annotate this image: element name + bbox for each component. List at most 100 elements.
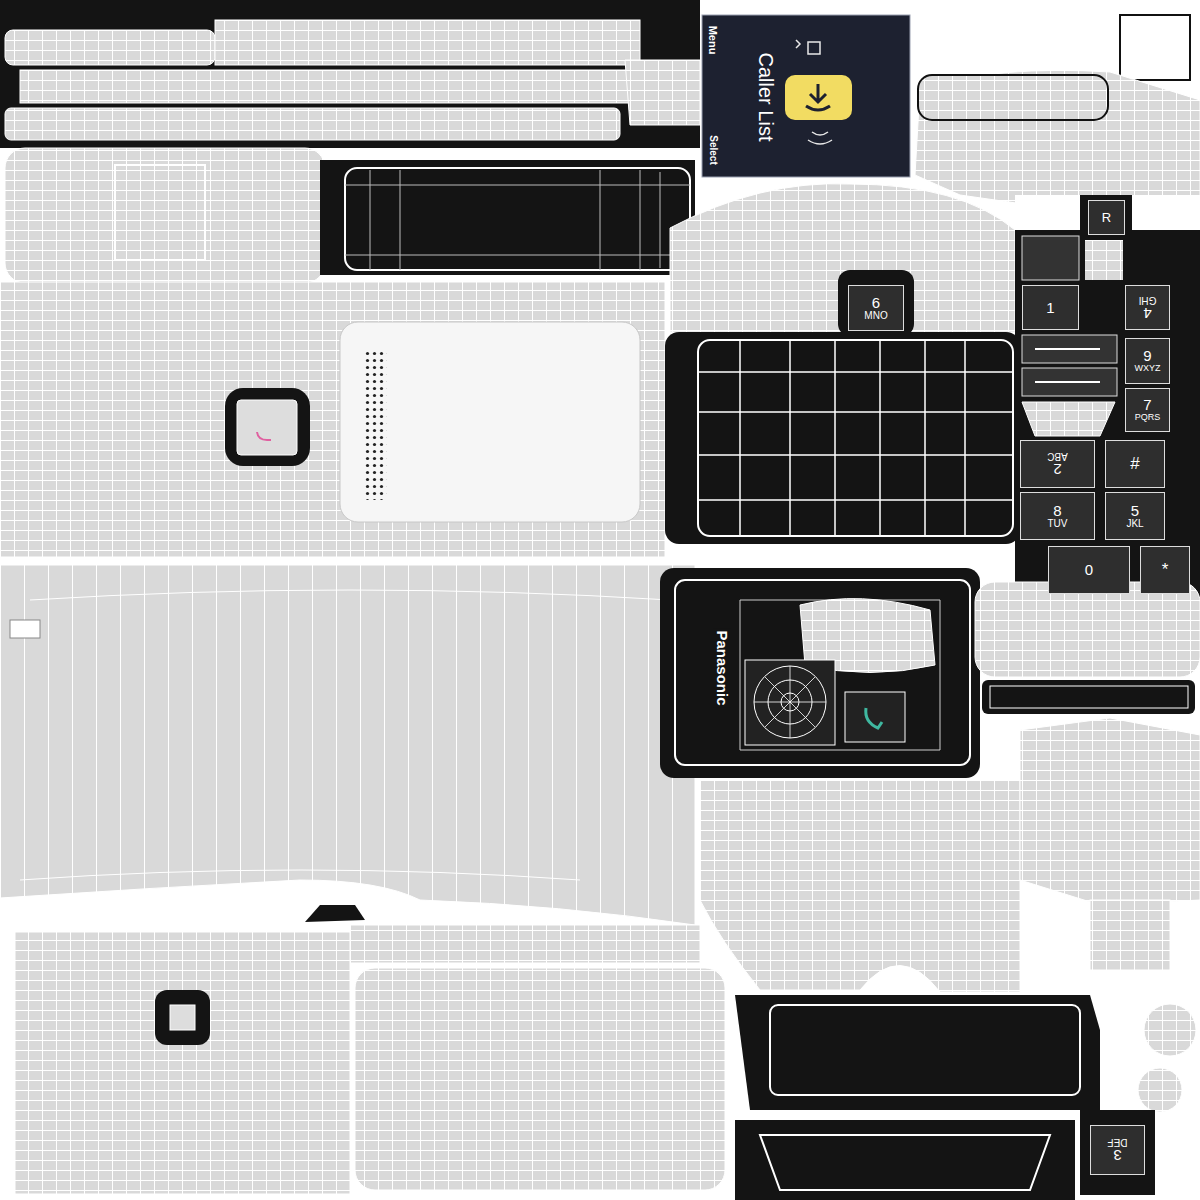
- key-digit: 6: [872, 295, 880, 311]
- key-button: 1: [1022, 285, 1079, 330]
- key-button: 6MNO: [848, 285, 904, 331]
- key-letters: GHI: [1139, 294, 1157, 305]
- key-digit: 0: [1085, 562, 1093, 578]
- uv-shell: [0, 282, 665, 557]
- uv-shell: [702, 15, 910, 177]
- key-letters: ABC: [1047, 451, 1068, 462]
- uv-shell: [665, 332, 1020, 544]
- key-letters: MNO: [864, 311, 887, 322]
- uv-shell: [305, 905, 365, 922]
- uv-shell: [735, 1120, 1075, 1200]
- key-letters: PQRS: [1135, 413, 1161, 422]
- uv-shell: [796, 40, 820, 54]
- key-digit: 3: [1113, 1147, 1121, 1163]
- uv-shell: [345, 170, 690, 270]
- screen-title: Caller List: [755, 53, 777, 142]
- uv-shell: [1015, 230, 1200, 600]
- uv-shell: [225, 388, 310, 466]
- uv-shell: [770, 1005, 1080, 1095]
- uv-shell: [745, 660, 835, 745]
- uv-shell: [20, 590, 670, 880]
- key-button: 5JKL: [1105, 492, 1165, 540]
- uv-shell: [115, 165, 205, 260]
- uv-shell: [990, 686, 1188, 708]
- uv-shell: [5, 108, 620, 140]
- uv-shell: [5, 30, 215, 65]
- key-digit: *: [1162, 561, 1169, 579]
- key-digit: 7: [1143, 397, 1151, 413]
- uv-shell: [355, 968, 725, 1190]
- key-digit: 5: [1131, 503, 1139, 519]
- uv-shell: [0, 565, 695, 925]
- uv-shell: [754, 666, 826, 738]
- uv-shell: [155, 990, 210, 1045]
- uv-shell: [735, 995, 1100, 1110]
- uv-shell: [1015, 195, 1200, 600]
- key-digit: R: [1102, 211, 1111, 225]
- soft-key-label: Menu: [707, 26, 719, 55]
- key-letters: DEF: [1108, 1137, 1128, 1148]
- uv-shell: [660, 568, 980, 778]
- uv-shell: [10, 620, 40, 638]
- key-button: *: [1140, 546, 1190, 594]
- uv-shell: [982, 680, 1195, 714]
- uv-shell: [170, 1005, 195, 1030]
- uv-shell: [700, 780, 1020, 992]
- soft-key-label: Select: [708, 135, 719, 164]
- uv-shell: [1022, 368, 1117, 396]
- uv-shell: [345, 168, 690, 270]
- uv-shell: [675, 580, 970, 765]
- uv-shell: [1085, 240, 1123, 280]
- key-letters: JKL: [1126, 519, 1143, 530]
- key-digit: 9: [1143, 348, 1151, 364]
- key-button: 4GHI: [1125, 285, 1170, 330]
- uv-shell: [754, 666, 826, 738]
- key-digit: 1: [1046, 300, 1054, 316]
- uv-shell: [1022, 335, 1117, 363]
- uv-shell: [257, 432, 271, 440]
- uv-shell: [806, 84, 830, 110]
- uv-shell: [1022, 236, 1079, 280]
- key-button: 8TUV: [1020, 492, 1095, 540]
- uv-shell: [320, 160, 695, 275]
- uv-shell: [1138, 1068, 1182, 1112]
- uv-shell: [237, 400, 297, 455]
- uv-shell: [625, 60, 700, 125]
- key-digit: 2: [1053, 461, 1061, 477]
- brand-logo: Panasonic: [714, 628, 731, 707]
- uv-shell: [785, 75, 852, 120]
- uv-shell: [808, 132, 832, 144]
- display-screen: MenuCaller ListSelect: [702, 15, 910, 177]
- uv-shell: [1090, 900, 1170, 970]
- key-digit: 4: [1143, 305, 1151, 321]
- uv-shell: [5, 148, 325, 283]
- key-letters: WXYZ: [1135, 364, 1161, 373]
- uv-shell: [340, 322, 640, 522]
- uv-shell: [845, 692, 905, 742]
- uv-shell: [1020, 718, 1200, 905]
- uv-shell: [698, 340, 1013, 536]
- uv-shell: [915, 70, 1200, 215]
- uv-shell: [698, 340, 1013, 536]
- uv-shell: [1035, 381, 1100, 383]
- key-letters: TUV: [1048, 519, 1068, 530]
- uv-shell: [1022, 402, 1115, 436]
- key-digit: #: [1130, 455, 1139, 473]
- key-button: 9WXYZ: [1125, 338, 1170, 384]
- uv-shell: [215, 20, 640, 65]
- uv-shell: [1144, 1004, 1196, 1056]
- uv-shell: [0, 0, 700, 148]
- key-button: 0: [1048, 546, 1130, 594]
- uv-shell: [838, 270, 914, 336]
- key-button: R: [1088, 200, 1125, 235]
- key-digit: 8: [1053, 503, 1061, 519]
- key-button: 7PQRS: [1125, 388, 1170, 432]
- uv-shell: [975, 582, 1200, 677]
- key-button: #: [1105, 440, 1165, 488]
- uv-shell: [20, 70, 640, 103]
- uv-shell: [866, 708, 882, 728]
- key-button: 3DEF: [1090, 1125, 1145, 1175]
- uv-shell: [1120, 15, 1190, 80]
